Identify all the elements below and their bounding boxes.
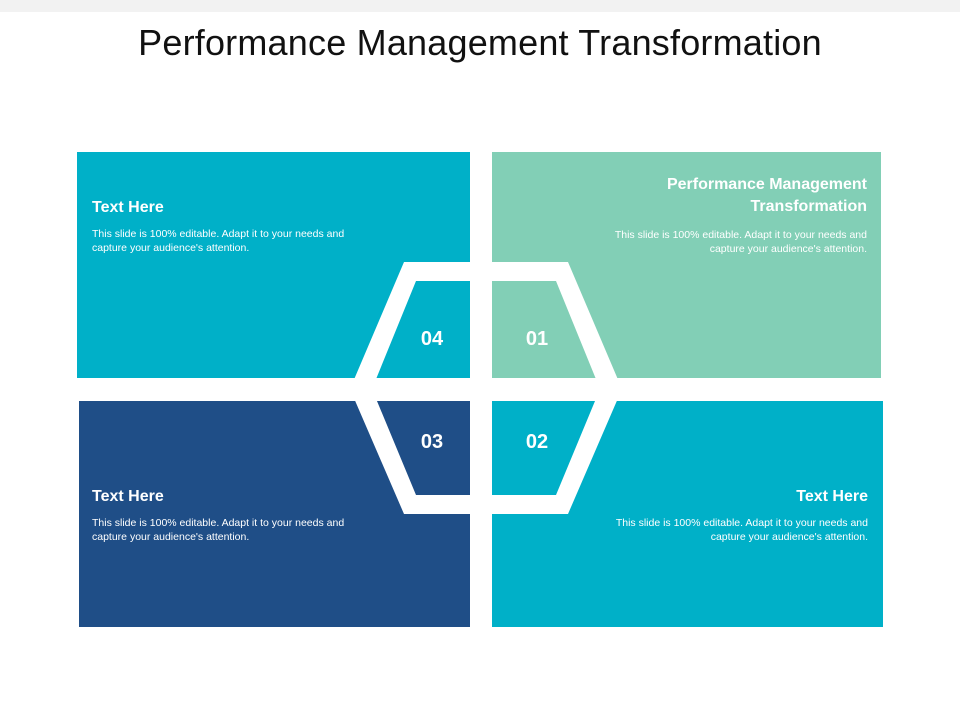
quadrant-04-text: Text Here This slide is 100% editable. A… <box>92 197 352 255</box>
quadrant-02-text: Text Here This slide is 100% editable. A… <box>608 486 868 544</box>
quadrant-03-body: This slide is 100% editable. Adapt it to… <box>92 517 345 543</box>
quadrant-number-01: 01 <box>525 328 549 350</box>
quadrant-number-03: 03 <box>420 431 444 453</box>
quadrant-number-02: 02 <box>525 431 549 453</box>
quadrant-01-heading: Performance Management Transformation <box>666 176 867 215</box>
horizontal-gap <box>60 378 900 401</box>
quadrant-03-heading: Text Here <box>92 488 164 505</box>
quadrant-01-body: This slide is 100% editable. Adapt it to… <box>614 229 867 255</box>
quadrant-number-04: 04 <box>420 328 444 350</box>
quadrant-02-body: This slide is 100% editable. Adapt it to… <box>615 517 868 543</box>
slide-title: Performance Management Transformation <box>138 22 822 63</box>
quadrant-01-text: Performance Management Transformation Th… <box>588 174 867 256</box>
quadrant-04-heading: Text Here <box>92 199 164 216</box>
quadrant-02-heading: Text Here <box>796 488 868 505</box>
quadrant-04-body: This slide is 100% editable. Adapt it to… <box>92 228 345 254</box>
quadrant-03-text: Text Here This slide is 100% editable. A… <box>92 486 352 544</box>
top-strip <box>0 0 960 12</box>
